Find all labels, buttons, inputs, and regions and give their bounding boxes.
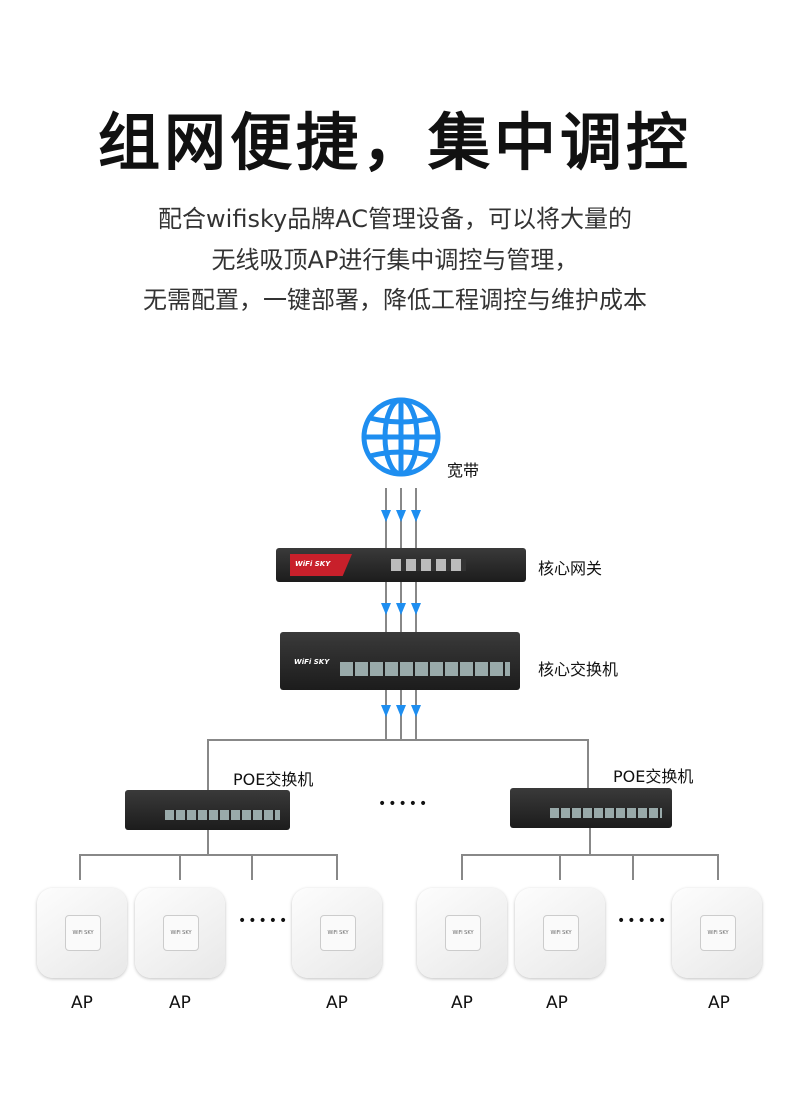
- arrow-icons: [381, 510, 421, 717]
- access-point: WiFi SKY: [37, 888, 127, 978]
- internet-label: 宽带: [447, 461, 480, 480]
- page-title: 组网便捷，集中调控: [97, 106, 692, 179]
- ap-brand: WiFi SKY: [163, 915, 199, 951]
- ap-label: AP: [708, 993, 730, 1013]
- poe-switch-left: [125, 790, 290, 830]
- access-point: WiFi SKY: [135, 888, 225, 978]
- access-point: WiFi SKY: [672, 888, 762, 978]
- core-switch-ports: [340, 662, 510, 676]
- poe-switch-label-left: POE交换机: [233, 770, 314, 789]
- poe-switch-ports: [550, 808, 662, 818]
- poe-switch-label-right: POE交换机: [613, 767, 694, 786]
- core-gateway-device: WiFi SKY: [276, 548, 526, 582]
- ap-brand: WiFi SKY: [65, 915, 101, 951]
- ap-label: AP: [451, 993, 473, 1013]
- access-point: WiFi SKY: [417, 888, 507, 978]
- core-switch-label: 核心交换机: [538, 660, 619, 679]
- core-switch-device: WiFi SKY: [280, 632, 520, 690]
- ap-brand: WiFi SKY: [320, 915, 356, 951]
- gateway-brand-plate: WiFi SKY: [290, 554, 352, 576]
- poe-switch-right: [510, 788, 672, 828]
- gateway-label: 核心网关: [538, 559, 603, 578]
- subtitle-line-3: 无需配置，一键部署，降低工程调控与维护成本: [143, 286, 647, 314]
- ap-label: AP: [71, 993, 93, 1013]
- ap-label: AP: [326, 993, 348, 1013]
- ap-ellipsis-right: •••••: [617, 913, 669, 929]
- subtitle-line-1: 配合wifisky品牌AC管理设备，可以将大量的: [158, 205, 632, 233]
- poe-switch-ports: [165, 810, 280, 820]
- ap-brand: WiFi SKY: [543, 915, 579, 951]
- access-point: WiFi SKY: [292, 888, 382, 978]
- subtitle-line-2: 无线吸顶AP进行集中调控与管理，: [211, 246, 579, 274]
- ap-brand: WiFi SKY: [700, 915, 736, 951]
- ap-ellipsis-left: •••••: [238, 913, 290, 929]
- access-point: WiFi SKY: [515, 888, 605, 978]
- gateway-ports: [391, 559, 466, 571]
- globe-icon: [361, 397, 441, 477]
- core-switch-brand: WiFi SKY: [294, 658, 330, 666]
- switch-ellipsis: •••••: [378, 796, 430, 812]
- ap-label: AP: [546, 993, 568, 1013]
- ap-brand: WiFi SKY: [445, 915, 481, 951]
- gateway-brand: WiFi SKY: [295, 560, 331, 568]
- ap-label: AP: [169, 993, 191, 1013]
